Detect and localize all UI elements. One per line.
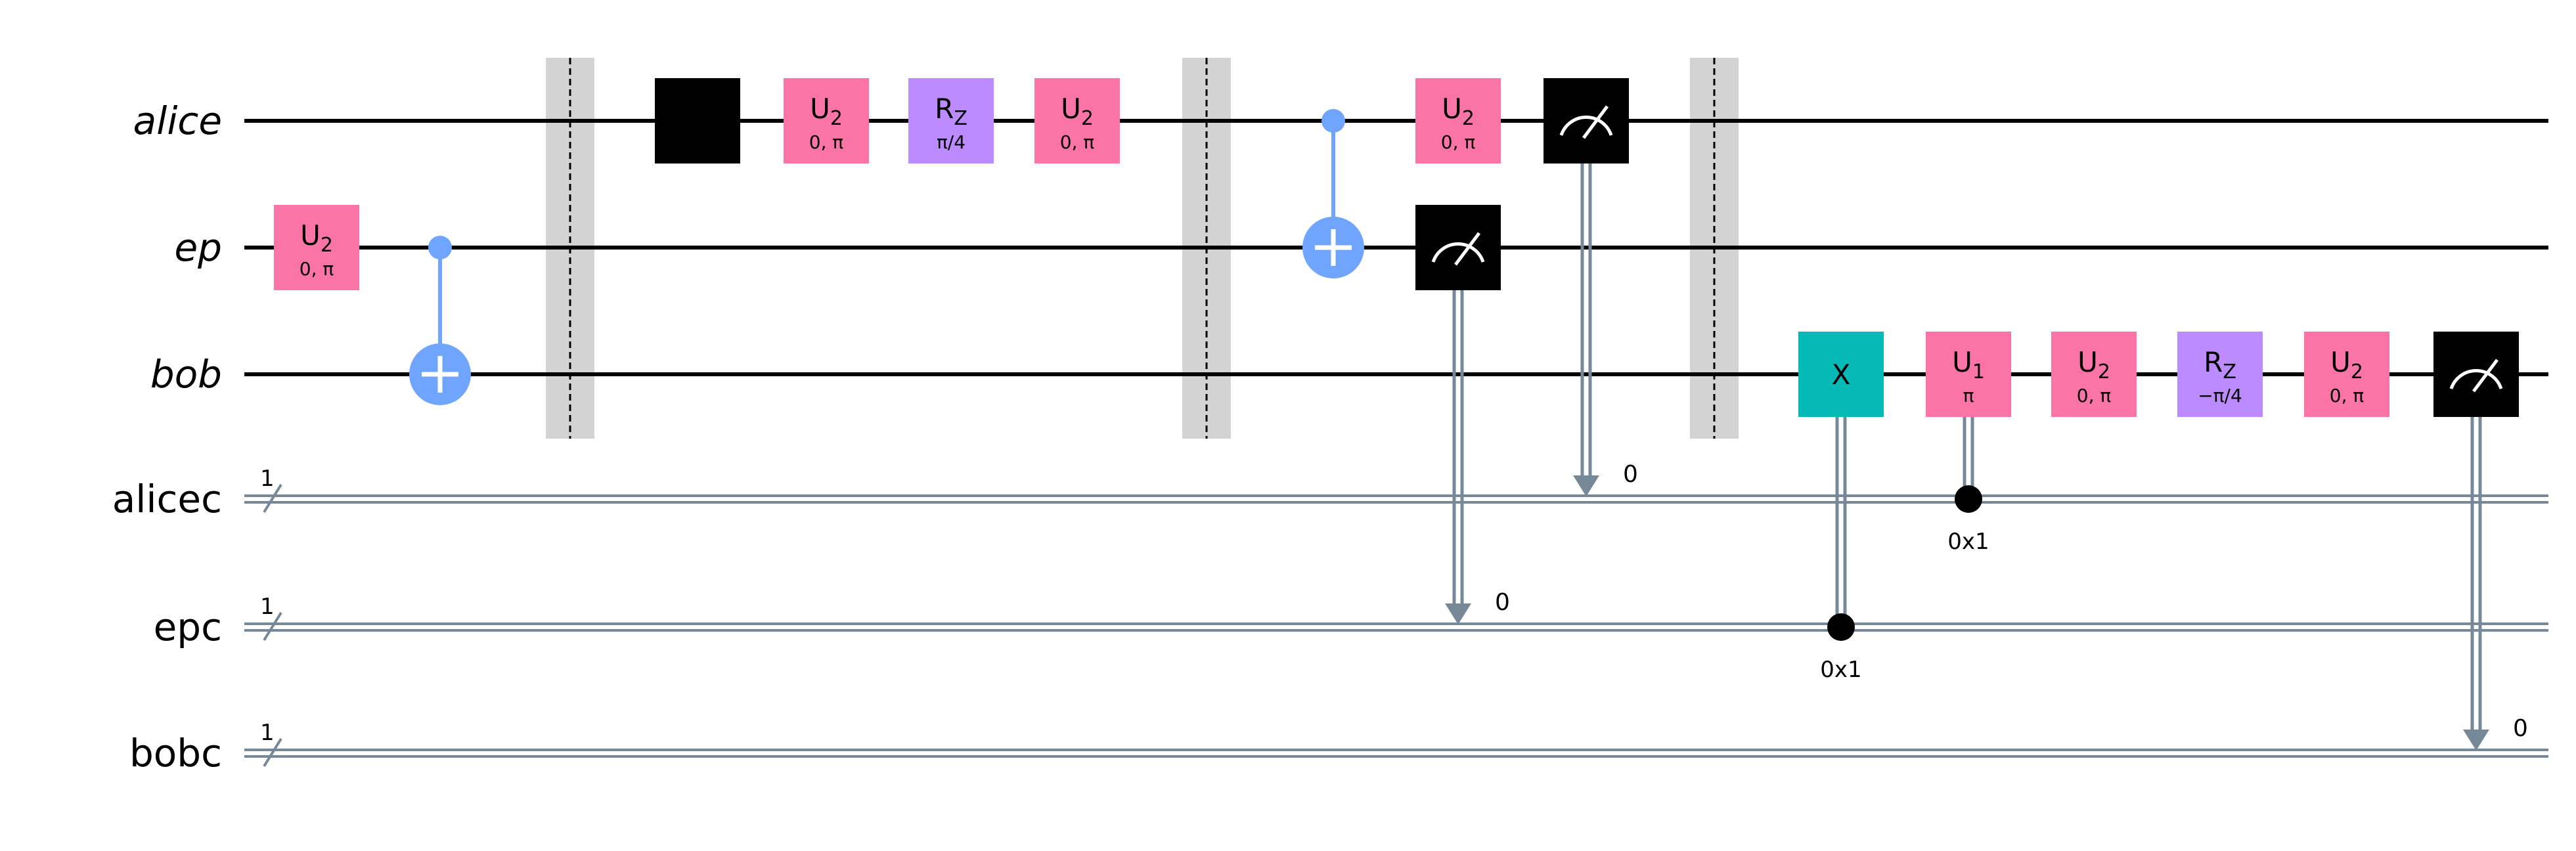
measure-box <box>1415 205 1501 290</box>
qubit-label-ep: ep <box>175 225 223 270</box>
condition-dot <box>1827 613 1855 641</box>
condition-dot <box>1955 485 1982 513</box>
condition-value-label: 0x1 <box>1820 657 1861 683</box>
measure-gate <box>1415 205 1501 290</box>
clbit-label-epc: epc <box>154 605 222 649</box>
conditional-x-gate-box <box>1798 332 1884 417</box>
u-gate-label: U2 <box>2330 346 2363 383</box>
reset-gate-box <box>655 78 740 164</box>
rz-gate-box <box>908 78 994 164</box>
bundle-slash-epc <box>263 611 282 642</box>
measure-arrow <box>1573 475 1599 496</box>
conditional-x-gate-label: X <box>1832 359 1851 391</box>
rz-gate: RZ−π/4 <box>2177 332 2263 417</box>
u-gate: U20, π <box>1034 78 1120 164</box>
clbit-label-bobc: bobc <box>129 731 222 775</box>
clbit-label-alicec: alicec <box>112 477 222 521</box>
qubit-label-bob: bob <box>150 352 222 397</box>
meter-needle-icon <box>1454 232 1480 266</box>
measure-gate <box>2433 332 2519 417</box>
u-gate-box <box>274 205 359 290</box>
u-gate-param: 0, π <box>2077 385 2112 406</box>
u-gate-box <box>1034 78 1120 164</box>
u-gate-box <box>2304 332 2389 417</box>
measure-arrow <box>1445 603 1471 624</box>
u-gate-param: 0, π <box>809 131 844 153</box>
cnot-control-dot <box>1321 109 1345 133</box>
condition-value-label: 0x1 <box>1947 529 1989 555</box>
u-gate-param: 0, π <box>1441 131 1476 153</box>
u-gate-label: U2 <box>1442 93 1475 130</box>
meter-arc-icon <box>1559 115 1613 136</box>
meter-needle-icon <box>1582 105 1609 139</box>
u-gate: U20, π <box>274 205 359 290</box>
measure-box <box>1543 78 1629 164</box>
u-gate-param: 0, π <box>1060 131 1095 153</box>
bundle-slash-alicec <box>263 483 282 513</box>
u-gate-param: 0, π <box>300 258 334 280</box>
measure-box <box>2433 332 2519 417</box>
measure-gate <box>1543 78 1629 164</box>
meter-arc-icon <box>1431 242 1485 263</box>
bundle-width-alicec: 1 <box>260 466 275 492</box>
u-gate-param: 0, π <box>2330 385 2365 406</box>
rz-gate-param: π/4 <box>937 131 966 153</box>
u-gate-box <box>2051 332 2137 417</box>
meter-needle-icon <box>2472 359 2498 393</box>
rz-gate-param: −π/4 <box>2198 385 2242 406</box>
u-gate: U20, π <box>1415 78 1501 164</box>
wires-layer <box>244 119 2548 768</box>
conditional-u-gate-param: π <box>1963 385 1974 406</box>
meter-arc-icon <box>2449 368 2503 389</box>
qubit-label-alice: alice <box>133 98 222 143</box>
rz-gate-label: RZ <box>2204 346 2236 383</box>
conditional-u-gate: U1π <box>1926 332 2011 417</box>
measure-bit-label: 0 <box>1495 589 1510 616</box>
measure-bit-label: 0 <box>2513 715 2528 742</box>
conditional-u-gate-box <box>1926 332 2011 417</box>
cnot-control-dot <box>428 236 452 259</box>
bundle-width-epc: 1 <box>260 594 275 620</box>
u-gate-box <box>784 78 869 164</box>
measure-arrow <box>2463 730 2489 751</box>
rz-gate: RZπ/4 <box>908 78 994 164</box>
u-gate: U20, π <box>2051 332 2137 417</box>
u-gate: U20, π <box>2304 332 2389 417</box>
bundle-slash-bobc <box>263 737 282 768</box>
measure-bit-label: 0 <box>1623 461 1638 488</box>
reset-gate-label: |0⟩ <box>678 105 716 137</box>
bundle-width-bobc: 1 <box>260 720 275 746</box>
reset-gate: |0⟩ <box>655 78 740 164</box>
rz-gate-box <box>2177 332 2263 417</box>
register-labels-layer: alice ep bob 1 alicec 1 epc 1 bobc <box>112 98 275 775</box>
u-gate-box <box>1415 78 1501 164</box>
u-gate: U20, π <box>784 78 869 164</box>
conditional-x-gate: X <box>1798 332 1884 417</box>
